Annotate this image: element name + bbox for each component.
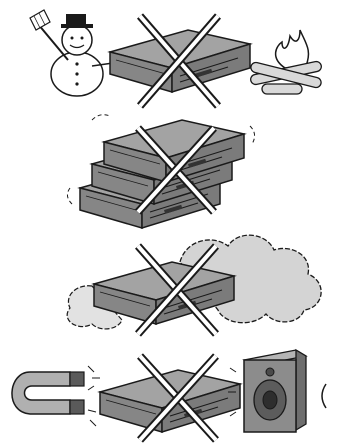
panel-stacking: [67, 115, 254, 228]
snowman-icon: [30, 10, 120, 96]
campfire-icon: [250, 30, 323, 94]
speaker-icon: [228, 350, 326, 432]
panel-temperature: [30, 10, 322, 106]
stacked-vcr-devices: [67, 115, 254, 228]
panel-magnetism: [12, 350, 326, 440]
panel-dust: [67, 235, 321, 334]
horseshoe-magnet-icon: [12, 366, 100, 426]
